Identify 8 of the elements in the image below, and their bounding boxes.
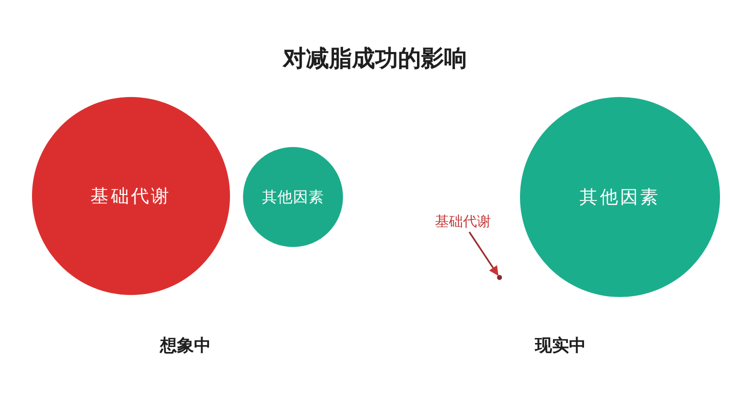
caption: 想象中 [160, 335, 211, 357]
bubble-label: 其他因素 [580, 186, 660, 210]
annotation-text: 基础代谢 [429, 213, 497, 232]
bubble-label: 其他因素 [262, 186, 324, 208]
arrow [468, 232, 498, 276]
caption: 现实中 [535, 335, 586, 357]
bubble-label: 基础代谢 [90, 184, 172, 208]
title: 对减脂成功的影响 [282, 45, 468, 74]
